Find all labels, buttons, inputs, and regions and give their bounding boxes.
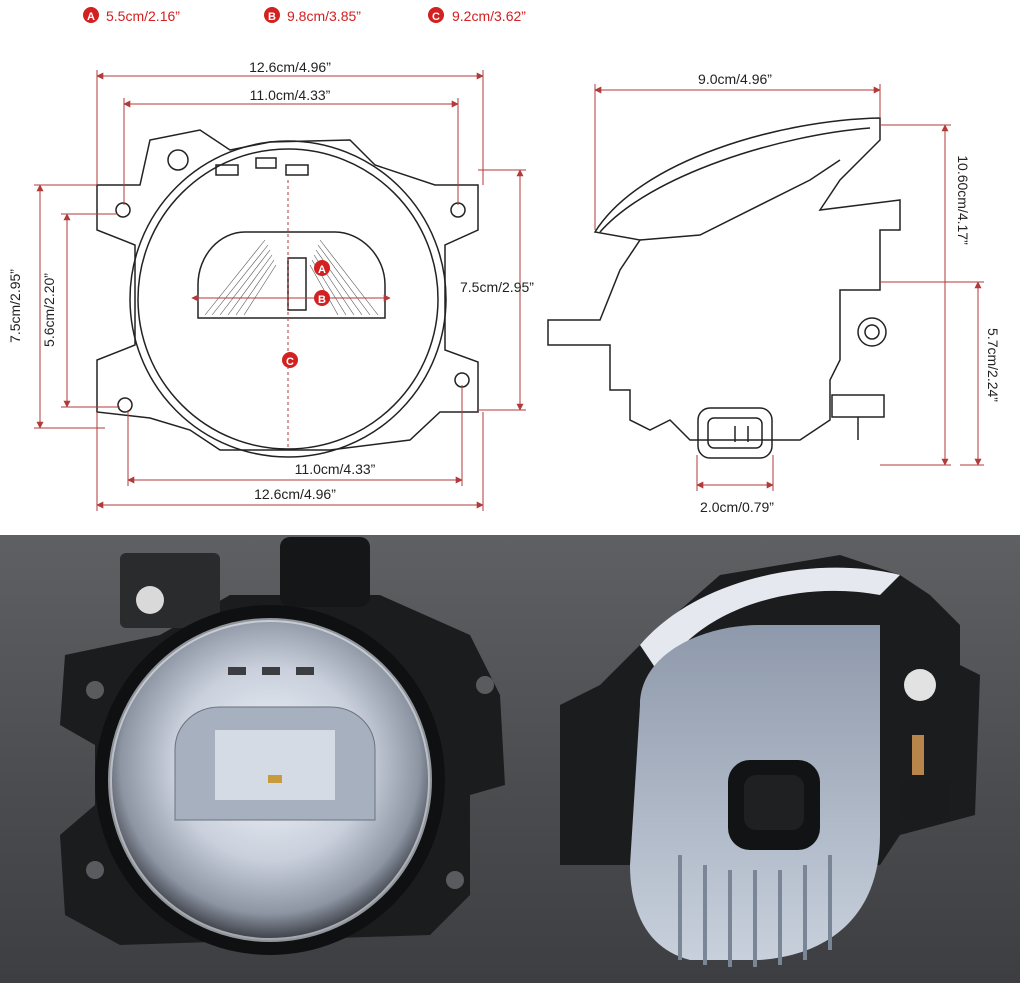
rear-photo-fins [678, 855, 832, 967]
front-photo-led-chip [268, 775, 282, 783]
legend-item-a: A 5.5cm/2.16” [83, 7, 180, 24]
feature-markers: A B C [191, 180, 391, 450]
dim-outer-width-top: 12.6cm/4.96” [249, 59, 331, 75]
side-adjuster-knob [857, 317, 887, 347]
front-photo-reflector [215, 730, 335, 800]
mount-hole-bottom-left [117, 397, 133, 413]
dim-hole-width-bottom: 11.0cm/4.33” [295, 461, 376, 477]
mount-hole-top-right [450, 202, 466, 218]
vent-slot-2 [255, 157, 277, 169]
front-photo-adjuster-knob [136, 586, 164, 614]
front-bezel-outer [129, 140, 447, 458]
photo-rear-fog-light [560, 555, 980, 967]
dim-outer-width-bottom: 12.6cm/4.96” [254, 486, 336, 502]
side-adjuster-center [864, 324, 880, 340]
photo-front-fog-light [60, 537, 505, 955]
side-view-drawing [547, 117, 901, 459]
mount-hole-bottom-right [454, 372, 470, 388]
photos-svg [60, 537, 980, 967]
diagram-svg: A 5.5cm/2.16” B 9.8cm/3.85” C 9.2cm/3.62… [7, 7, 1001, 515]
front-dimensions [34, 70, 526, 511]
legend-item-b: B 9.8cm/3.85” [264, 7, 361, 24]
front-bezel-inner [137, 148, 439, 450]
marker-b [314, 290, 330, 306]
svg-text:B: B [318, 294, 326, 306]
product-photos [0, 535, 1020, 983]
rear-photo-adjuster-knob [904, 669, 936, 701]
side-body-line [639, 159, 841, 241]
svg-text:5.5cm/2.16”: 5.5cm/2.16” [106, 8, 180, 24]
rear-photo-adjuster-screw [912, 735, 924, 775]
front-photo-hole-3 [86, 861, 104, 879]
dim-hole-height-left: 5.6cm/2.20” [41, 273, 57, 347]
svg-text:C: C [432, 11, 440, 23]
front-view-drawing [96, 129, 479, 458]
legend: A 5.5cm/2.16” B 9.8cm/3.85” C 9.2cm/3.62… [83, 7, 526, 24]
vent-slot-1 [215, 164, 239, 176]
front-photo-adjuster-block [120, 553, 220, 628]
marker-c [282, 352, 298, 368]
side-lens-edge [599, 127, 871, 233]
dim-outer-height-left: 7.5cm/2.95” [7, 269, 23, 343]
front-photo-hole-1 [86, 681, 104, 699]
front-photo-vent-1 [228, 667, 246, 675]
svg-text:9.2cm/3.62”: 9.2cm/3.62” [452, 8, 526, 24]
front-photo-hole-4 [446, 871, 464, 889]
led-lens-window [197, 231, 386, 319]
adjuster-screw [167, 149, 189, 171]
marker-a [314, 260, 330, 276]
led-reflector-lines [204, 239, 379, 316]
dim-side-total-height: 10.60cm/4.17” [955, 155, 971, 245]
svg-text:A: A [318, 264, 326, 276]
side-dimensions [594, 84, 984, 491]
dim-hole-width-top: 11.0cm/4.33” [250, 87, 331, 103]
side-connector [697, 407, 773, 459]
rear-photo-connector-socket [744, 775, 804, 830]
svg-text:9.8cm/3.85”: 9.8cm/3.85” [287, 8, 361, 24]
front-photo-connector [280, 537, 370, 607]
front-photo-vent-2 [262, 667, 280, 675]
svg-text:C: C [286, 356, 294, 368]
mount-hole-top-left [115, 202, 131, 218]
dim-side-depth: 9.0cm/4.96” [698, 71, 772, 87]
rear-photo-bracket [900, 780, 950, 820]
dim-connector-width: 2.0cm/0.79” [700, 499, 774, 515]
side-connector-inner [707, 417, 763, 449]
legend-item-c: C 9.2cm/3.62” [428, 7, 526, 24]
side-housing-outline [547, 117, 901, 441]
front-photo-vent-3 [296, 667, 314, 675]
svg-text:B: B [268, 11, 276, 23]
side-bracket [831, 394, 885, 418]
dimension-diagram: A 5.5cm/2.16” B 9.8cm/3.85” C 9.2cm/3.62… [7, 7, 1001, 515]
vent-slot-3 [285, 164, 309, 176]
led-chip [287, 257, 307, 311]
dim-side-lower-height: 5.7cm/2.24” [985, 328, 1001, 402]
front-photo-hole-2 [476, 676, 494, 694]
svg-text:A: A [87, 11, 95, 23]
dim-height-right: 7.5cm/2.95” [460, 279, 534, 295]
